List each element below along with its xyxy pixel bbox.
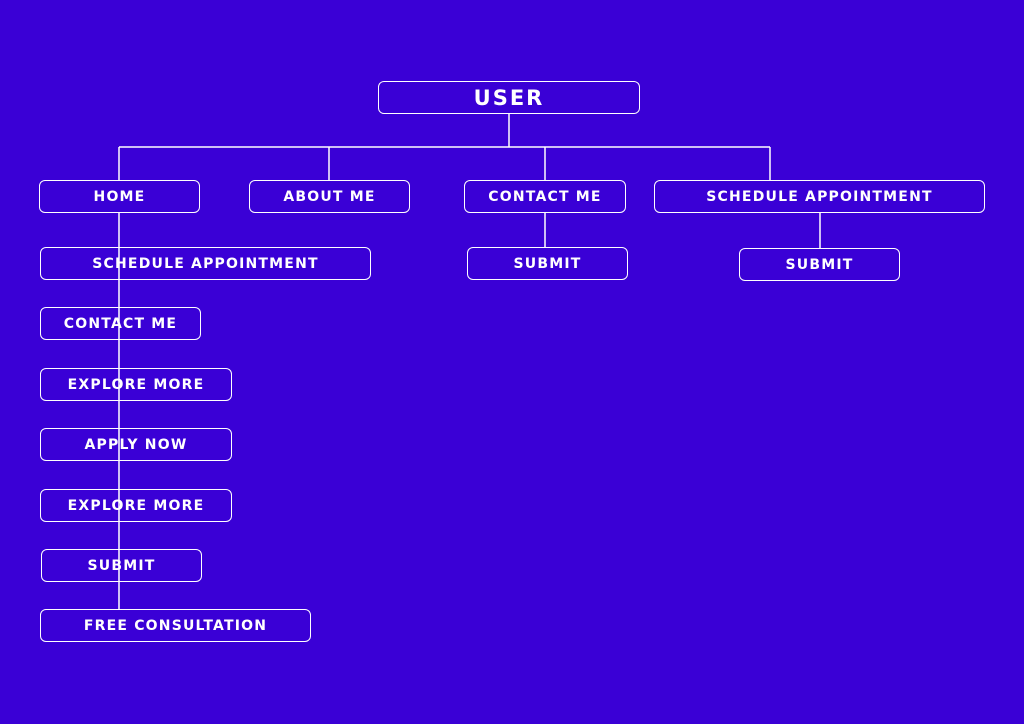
node-home-contact-me: CONTACT ME <box>40 307 201 340</box>
node-contact-submit: SUBMIT <box>467 247 628 280</box>
node-home-submit: SUBMIT <box>41 549 202 582</box>
node-home-explore-more-1: EXPLORE MORE <box>40 368 232 401</box>
node-schedule-submit: SUBMIT <box>739 248 900 281</box>
node-home: HOME <box>39 180 200 213</box>
node-schedule-appointment: SCHEDULE APPOINTMENT <box>654 180 985 213</box>
node-contact-me: CONTACT ME <box>464 180 626 213</box>
node-home-schedule-appointment: SCHEDULE APPOINTMENT <box>40 247 371 280</box>
node-about-me: ABOUT ME <box>249 180 410 213</box>
node-home-free-consultation: FREE CONSULTATION <box>40 609 311 642</box>
node-user: USER <box>378 81 640 114</box>
node-home-explore-more-2: EXPLORE MORE <box>40 489 232 522</box>
node-home-apply-now: APPLY NOW <box>40 428 232 461</box>
